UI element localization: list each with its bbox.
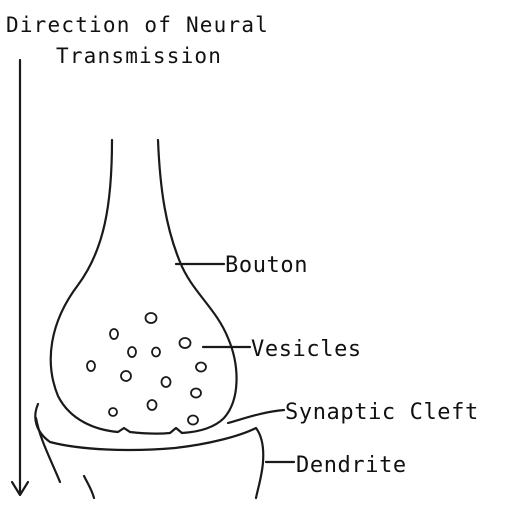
bouton-label: Bouton: [225, 253, 308, 278]
vesicle: [87, 361, 95, 371]
vesicle: [162, 377, 171, 387]
vesicle: [109, 408, 117, 416]
vesicle: [191, 389, 201, 398]
dendrite-inner-stub: [84, 476, 94, 498]
vesicle: [146, 313, 157, 323]
direction-caption-line1: Direction of Neural: [6, 13, 269, 37]
bouton-outline: [51, 140, 237, 434]
direction-caption-line2: Transmission: [56, 44, 222, 68]
vesicle: [128, 347, 136, 357]
dendrite-left-wall: [36, 418, 60, 482]
vesicles-group: [87, 313, 206, 425]
dendrite-label: Dendrite: [296, 453, 407, 478]
vesicle: [148, 400, 157, 410]
direction-arrow: [12, 60, 28, 495]
vesicle: [121, 371, 131, 381]
vesicles-label: Vesicles: [251, 337, 362, 362]
vesicle: [188, 416, 198, 425]
synaptic-cleft-label: Synaptic Cleft: [285, 400, 479, 425]
vesicle: [196, 363, 206, 372]
synaptic-cleft-leader: [228, 410, 284, 423]
vesicle: [180, 338, 191, 348]
vesicle: [152, 348, 160, 357]
dendrite-outline: [35, 404, 263, 498]
vesicle: [110, 329, 118, 339]
